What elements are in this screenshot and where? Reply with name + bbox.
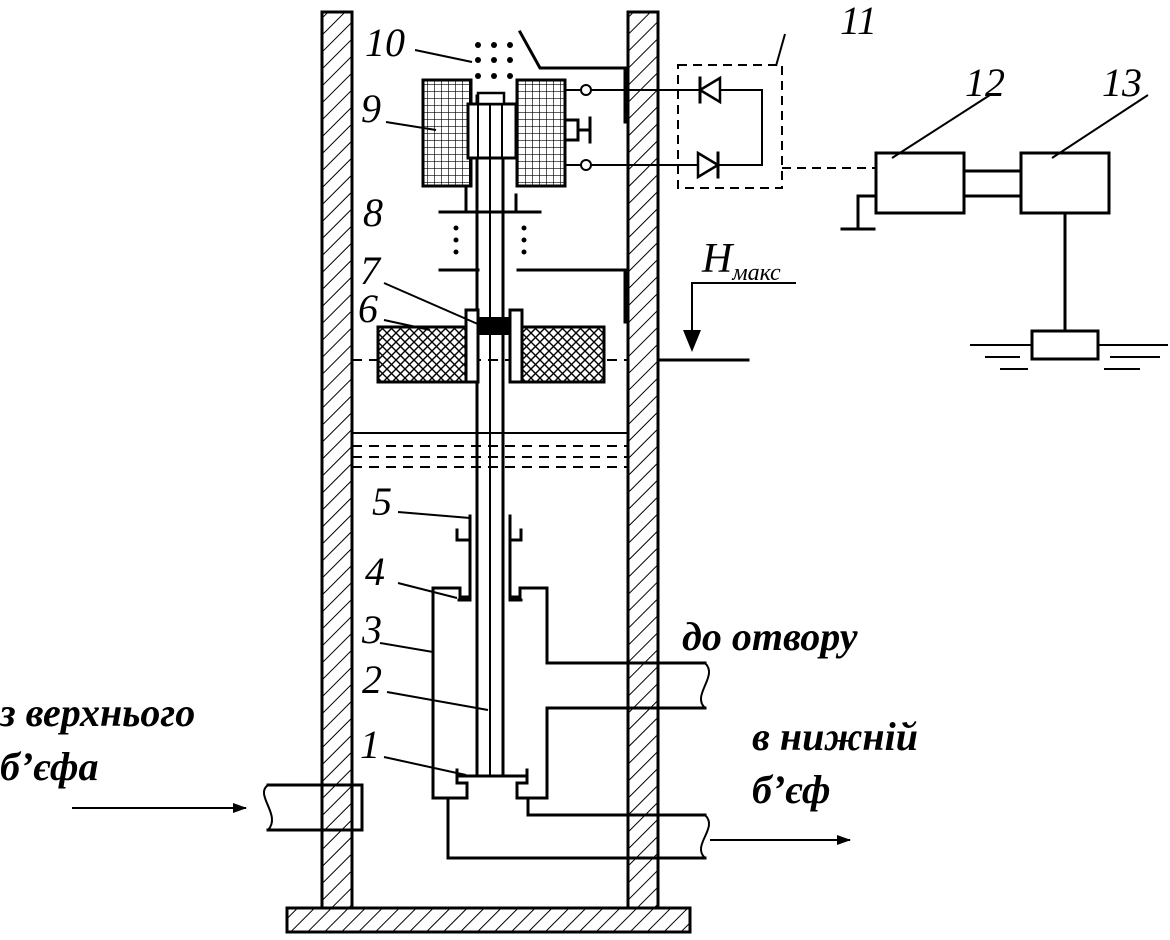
label-7: 7 (360, 248, 382, 293)
control-units (840, 151, 1168, 370)
label-2: 2 (362, 657, 382, 702)
max-level-label: Hмакс (701, 236, 781, 286)
label-5: 5 (372, 479, 392, 524)
level-symbol: H (701, 236, 735, 282)
label-3: 3 (361, 607, 382, 652)
label-9: 9 (361, 86, 381, 131)
float (376, 308, 606, 384)
valve-body (431, 528, 851, 860)
captions: з верхнього б’єфа до отвору в нижній б’є… (0, 614, 918, 812)
label-12: 12 (965, 60, 1005, 105)
limit-contacts (438, 183, 627, 324)
leader-lines (379, 33, 1149, 776)
inlet-caption-line2: б’єфа (0, 744, 99, 789)
well-walls (285, 10, 692, 934)
outlet-caption-top: до отвору (682, 614, 858, 659)
label-10: 10 (365, 20, 405, 65)
inlet-caption-line1: з верхнього (0, 690, 195, 735)
max-level-marker: Hмакс (656, 236, 796, 362)
outlet-caption-line1: в нижній (752, 714, 918, 759)
inlet-pipe (72, 783, 364, 832)
part-numbers: 1 2 3 4 5 6 7 8 9 10 11 12 13 (358, 0, 1142, 767)
label-4: 4 (365, 549, 385, 594)
valve-rod (455, 94, 529, 778)
label-6: 6 (358, 286, 378, 331)
label-11: 11 (840, 0, 877, 43)
diode-unit (565, 64, 876, 189)
label-1: 1 (360, 722, 380, 767)
level-subscript: макс (731, 260, 781, 286)
electromagnet (421, 29, 627, 188)
outlet-caption-line2: б’єф (752, 767, 831, 812)
label-13: 13 (1102, 60, 1142, 105)
label-8: 8 (363, 190, 383, 235)
